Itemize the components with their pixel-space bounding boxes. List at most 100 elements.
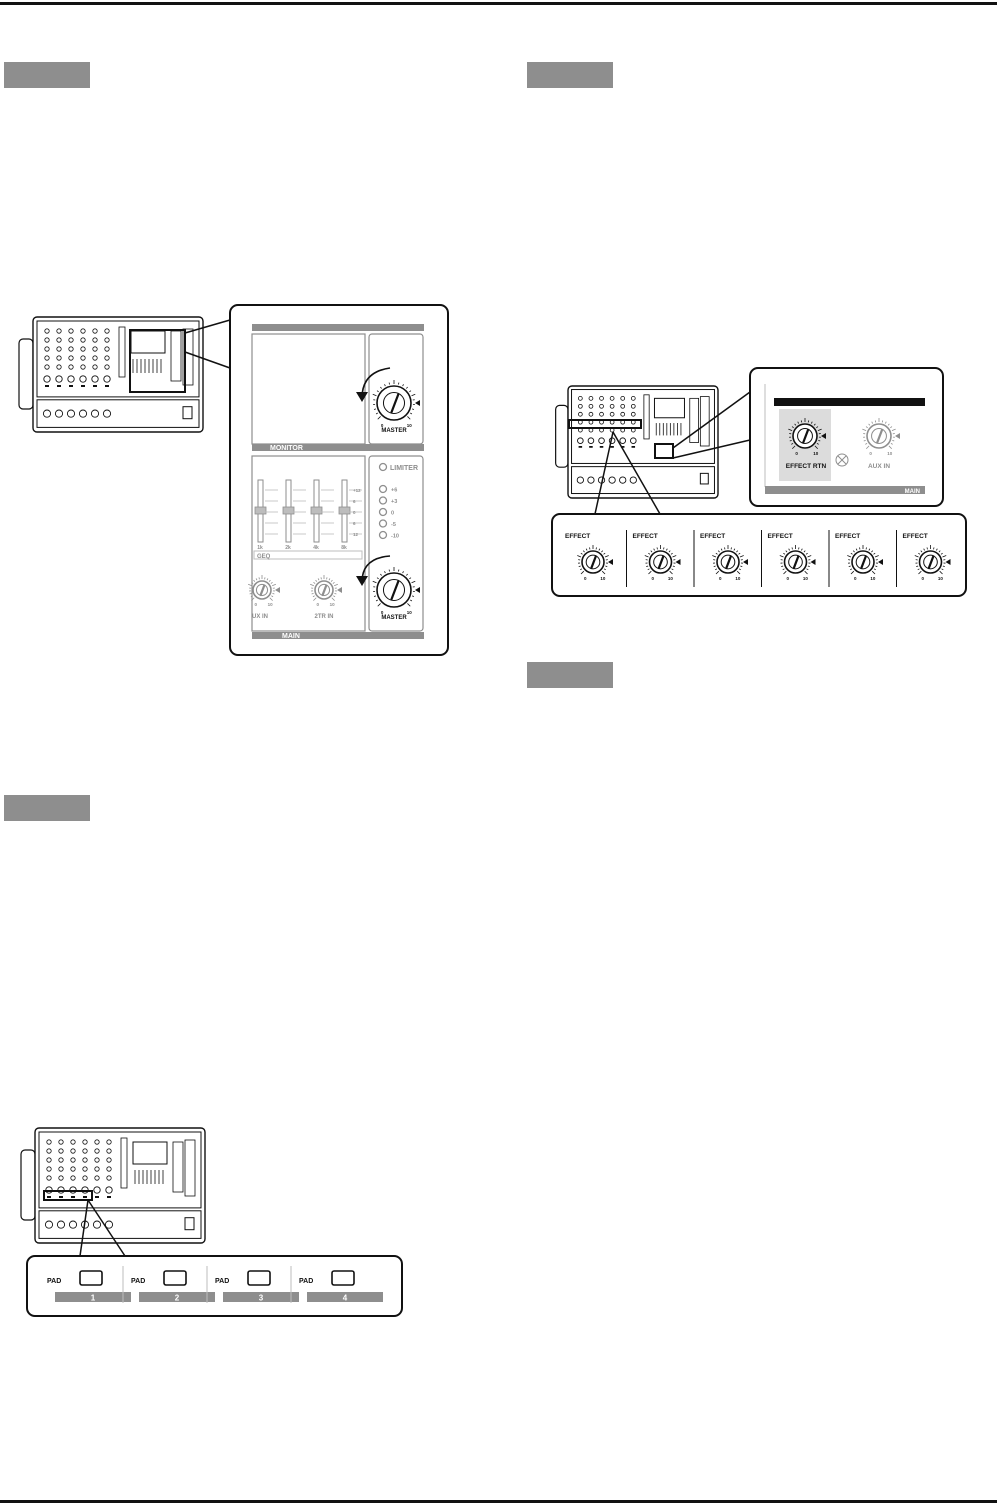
- mixer-channel-knob: [70, 1175, 76, 1181]
- knob-marker: [821, 433, 826, 439]
- knob-tick: [788, 548, 790, 551]
- meter-led: [378, 519, 388, 528]
- mixer-channel-knob: [106, 1157, 112, 1163]
- knob-max-label: 10: [600, 576, 606, 581]
- mixer-channel-knob: [68, 364, 74, 370]
- mixer-channel-knob: [70, 1139, 76, 1145]
- mixer-gain-knob: [79, 375, 87, 383]
- knob-tick: [601, 550, 604, 553]
- knob-tick: [736, 570, 741, 575]
- knob-tick: [271, 595, 274, 598]
- pad-label: PAD: [299, 1278, 313, 1285]
- knob-tick: [862, 428, 867, 432]
- effect-rtn-highlight-box: [654, 443, 674, 459]
- knob-tick: [650, 550, 653, 553]
- mixer-overview-3: [20, 1127, 206, 1244]
- mixer-channel-knob: [588, 403, 594, 409]
- knob-tick: [603, 552, 606, 555]
- mixer-handle: [18, 338, 34, 410]
- knob-tick: [411, 393, 416, 397]
- effect-channel-label: EFFECT: [633, 533, 658, 540]
- mixer-display: [653, 397, 685, 419]
- knob-tick: [794, 423, 797, 426]
- mixer-channel-knob: [92, 364, 98, 370]
- mixer-channel-knob: [620, 396, 626, 401]
- mixer-input-jack: [587, 476, 595, 484]
- knob-tick: [791, 445, 796, 450]
- knob-min-label: 0: [381, 610, 384, 615]
- knob-tick: [669, 570, 673, 575]
- knob-tick: [272, 583, 277, 587]
- knob-tick: [372, 580, 377, 584]
- knob-tick: [247, 583, 252, 587]
- knob-min-label: 0: [795, 451, 798, 456]
- knob-min-label: 0: [316, 602, 319, 607]
- knob-tick: [580, 568, 583, 571]
- mixer-channel-knob: [56, 337, 62, 343]
- mixer-gain-knob: [598, 437, 605, 444]
- knob-tick: [818, 439, 821, 442]
- mixer-channel-knob: [94, 1148, 100, 1154]
- mixer-channel-knob: [609, 411, 615, 417]
- mixer-input-jack: [102, 409, 112, 418]
- mixer-pad-switch: [610, 446, 614, 448]
- main-label-master: MAIN: [282, 633, 300, 640]
- channel-number: 3: [259, 1294, 264, 1303]
- mixer-channel-knob: [92, 355, 98, 361]
- mixer-channel-knob: [94, 1139, 100, 1145]
- knob-marker: [810, 559, 816, 565]
- mixer-pad-switch: [620, 446, 625, 448]
- knob-tick: [863, 439, 866, 442]
- effect-channel-label: EFFECT: [835, 533, 860, 540]
- knob-pointer: [657, 555, 665, 570]
- pad-button: [163, 1270, 187, 1286]
- fader-cap: [282, 506, 295, 515]
- knob-tick: [646, 565, 649, 568]
- mixer-pad-switch: [59, 1196, 63, 1198]
- knob-tick: [373, 408, 377, 410]
- fader-scale-label: 0: [353, 510, 356, 515]
- knob-tick: [384, 571, 386, 574]
- mixer-pad-switch: [93, 385, 97, 387]
- fader-cap: [338, 506, 351, 515]
- knob-tick: [805, 552, 808, 555]
- mixer-channel-knob: [68, 328, 74, 334]
- knob-tick: [868, 548, 871, 551]
- knob-tick: [407, 603, 411, 607]
- master-label-monitor: MASTER: [381, 428, 407, 434]
- knob-tick: [874, 555, 879, 558]
- knob-tick: [330, 579, 333, 582]
- meter-led: [378, 507, 388, 517]
- effect-channel-label: EFFECT: [903, 533, 928, 540]
- mixer-channel-knob: [92, 328, 98, 334]
- knob-marker: [415, 587, 420, 593]
- mixer-gain-knob: [67, 375, 75, 383]
- knob-pointer: [321, 584, 328, 597]
- knob-tick: [715, 568, 718, 571]
- knob-tick: [736, 550, 739, 553]
- mixer-channel-knob: [94, 1157, 100, 1163]
- mixer-pad-switch: [47, 1196, 51, 1198]
- mixer-channel-knob: [630, 411, 636, 417]
- meter-led: [378, 530, 388, 540]
- knob-tick: [868, 423, 871, 426]
- knob-tick: [807, 555, 812, 558]
- mixer-channel-knob: [609, 403, 615, 409]
- effect-channel-label: EFFECT: [700, 533, 725, 540]
- knob-tick: [940, 552, 943, 555]
- aux-in-label-effect: AUX IN: [868, 463, 890, 470]
- knob-pointer: [725, 555, 732, 570]
- fader-band-label: 2k: [285, 545, 291, 551]
- knob-tick: [672, 555, 677, 558]
- knob-min-label: 0: [584, 576, 587, 581]
- mixer-highlight-box: [43, 1190, 93, 1201]
